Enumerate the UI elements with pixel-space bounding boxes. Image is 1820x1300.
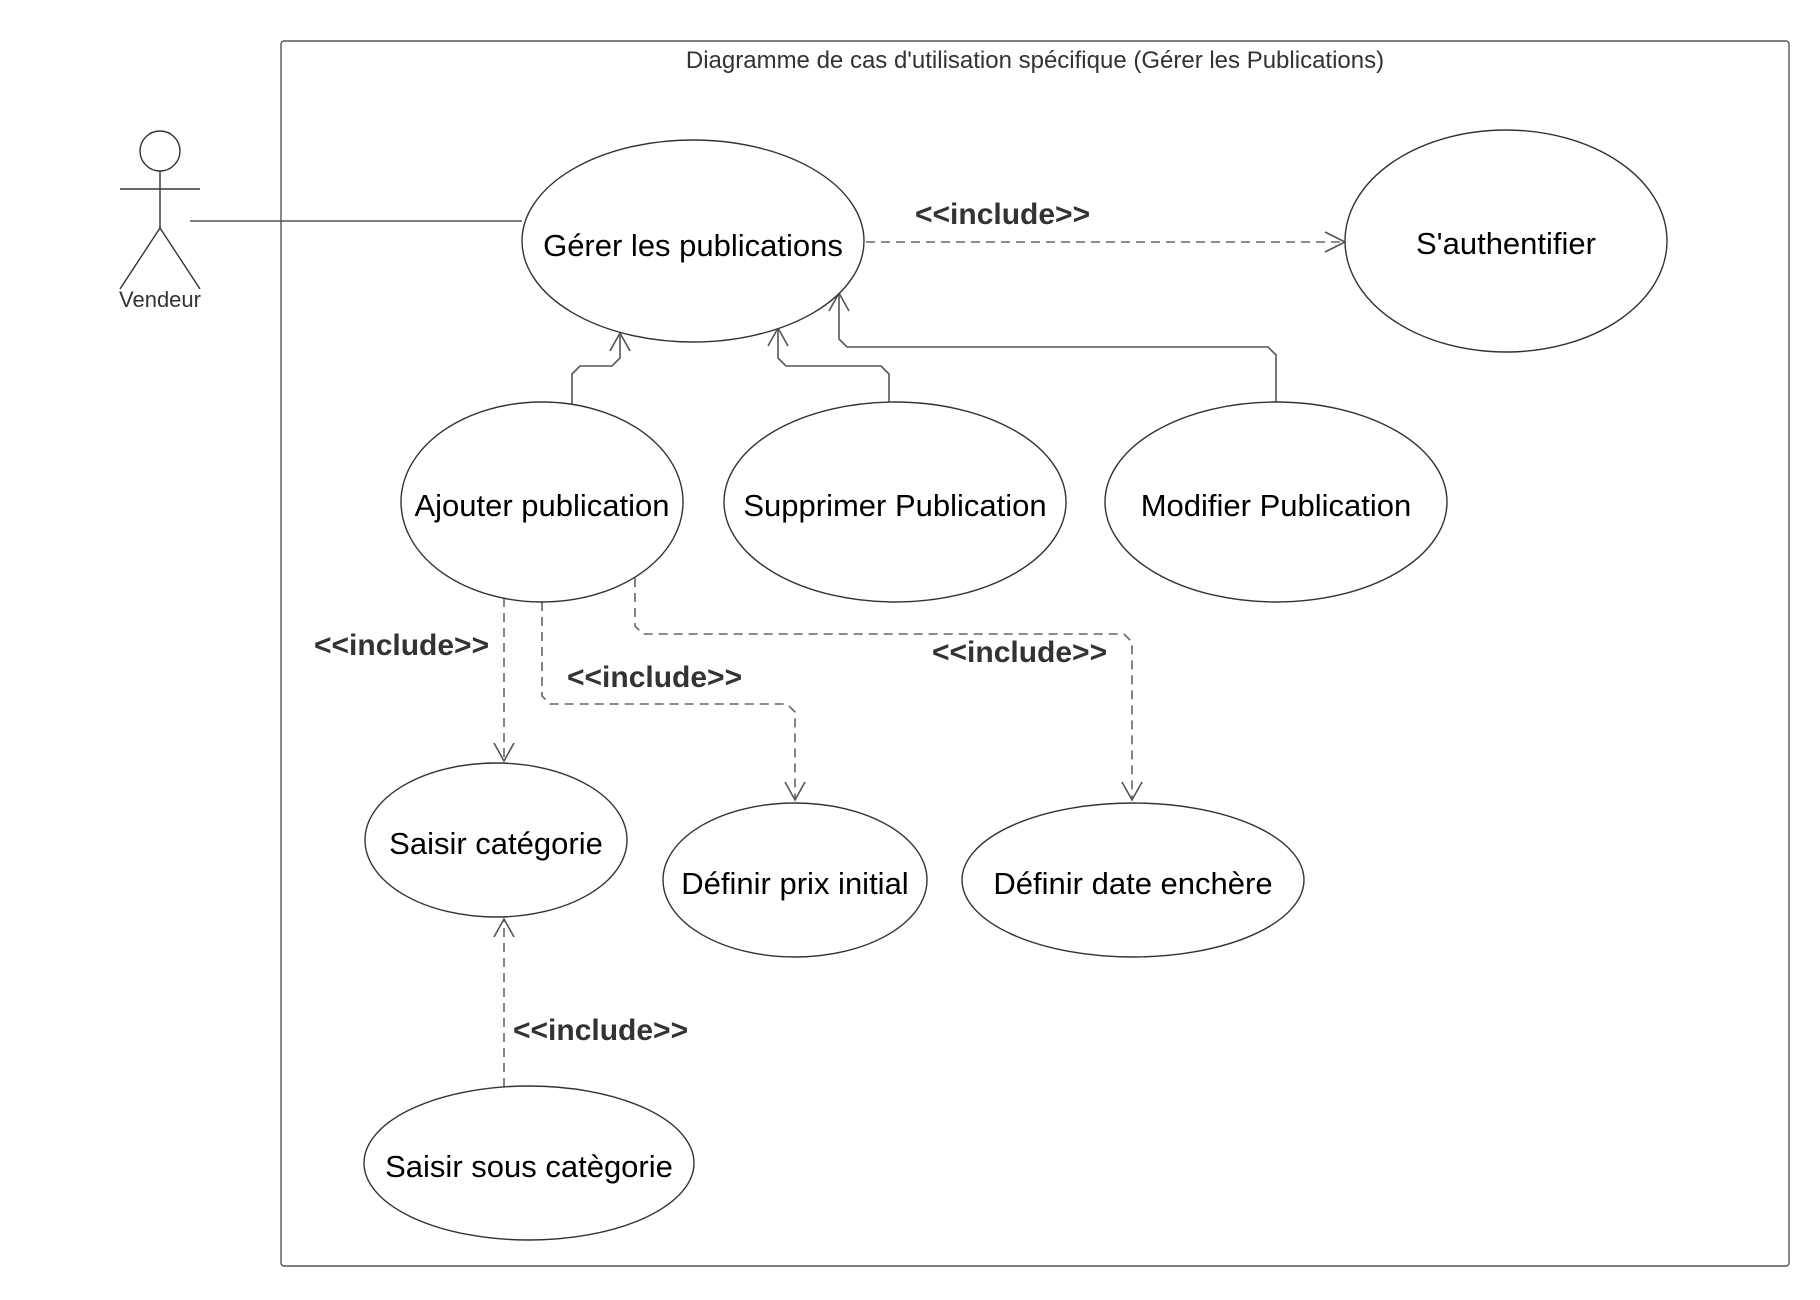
include-arrow-date <box>1121 781 1143 802</box>
use-case-ajouter-ellipse <box>400 401 684 603</box>
link-supprimer-gerer <box>777 330 890 404</box>
system-title: Diagramme de cas d'utilisation spécifiqu… <box>686 47 1384 74</box>
include-line-prix <box>541 602 796 798</box>
use-case-supprimer-publication[interactable]: Supprimer Publication <box>723 401 1067 603</box>
include-arrow-categorie <box>493 742 515 763</box>
link-ajouter-gerer <box>571 335 621 404</box>
use-case-sous-categorie-ellipse <box>363 1085 695 1241</box>
use-case-authentifier-ellipse <box>1344 129 1668 353</box>
use-case-modifier-publication[interactable]: Modifier Publication <box>1104 401 1448 603</box>
use-case-ajouter-publication[interactable]: Ajouter publication <box>400 401 684 603</box>
include-label-date: <<include>> <box>932 636 1107 669</box>
use-case-saisir-sous-categorie[interactable]: Saisir sous catègorie <box>363 1085 695 1241</box>
actor-label: Vendeur <box>119 287 201 312</box>
actor-right-leg <box>159 227 201 290</box>
use-case-gerer-publications[interactable]: Gérer les publications <box>521 139 865 343</box>
use-case-ajouter-label: Ajouter publication <box>414 488 669 523</box>
include-label-sous-categorie: <<include>> <box>513 1014 688 1047</box>
actor-vendeur[interactable]: Vendeur <box>119 130 201 312</box>
use-case-categorie-ellipse <box>364 762 628 918</box>
use-case-prix-ellipse <box>662 802 928 958</box>
use-case-supprimer-ellipse <box>723 401 1067 603</box>
include-label-categorie: <<include>> <box>314 629 489 662</box>
include-arrow-prix <box>784 781 806 802</box>
use-case-sous-categorie-label: Saisir sous catègorie <box>385 1149 673 1184</box>
use-case-authentifier[interactable]: S'authentifier <box>1344 129 1668 353</box>
use-case-prix-label: Définir prix initial <box>681 866 908 901</box>
use-case-saisir-categorie[interactable]: Saisir catégorie <box>364 762 628 918</box>
use-case-date-ellipse <box>961 802 1305 958</box>
include-label-prix: <<include>> <box>567 661 742 694</box>
use-case-modifier-ellipse <box>1104 401 1448 603</box>
use-case-date-label: Définir date enchère <box>993 866 1272 901</box>
link-modifier-gerer <box>838 295 1277 404</box>
actor-left-leg <box>119 227 161 290</box>
system-boundary <box>280 40 1790 1267</box>
use-case-supprimer-label: Supprimer Publication <box>743 488 1046 523</box>
actor-head <box>139 130 181 172</box>
use-case-modifier-label: Modifier Publication <box>1141 488 1412 523</box>
use-case-definir-prix-initial[interactable]: Définir prix initial <box>662 802 928 958</box>
include-arrow-sous-categorie <box>493 917 515 938</box>
include-line-date <box>634 578 1133 798</box>
use-case-authentifier-label: S'authentifier <box>1416 226 1596 261</box>
use-case-gerer-label: Gérer les publications <box>543 228 843 263</box>
use-case-gerer-ellipse <box>521 139 865 343</box>
use-case-categorie-label: Saisir catégorie <box>389 826 603 861</box>
include-label-auth: <<include>> <box>915 198 1090 231</box>
use-case-definir-date-enchere[interactable]: Définir date enchère <box>961 802 1305 958</box>
